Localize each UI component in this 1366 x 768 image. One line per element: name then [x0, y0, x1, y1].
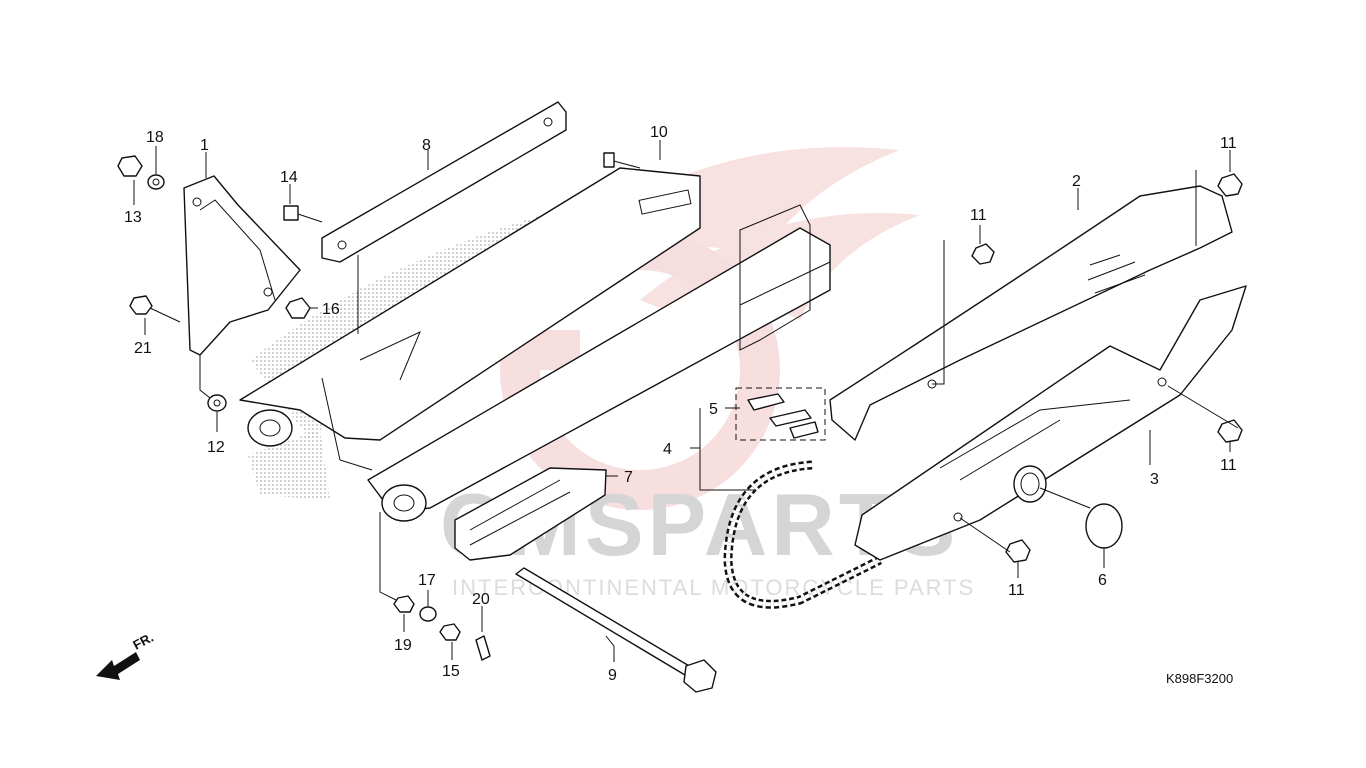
fastener-16-nut	[285, 297, 311, 319]
part-8-guard-bar	[321, 101, 567, 263]
part-6-cap	[1085, 503, 1123, 549]
fastener-13-nut	[117, 155, 143, 177]
callout-11d: 11	[1008, 582, 1025, 599]
callout-7: 7	[624, 469, 633, 486]
part-7-chain-slider	[454, 467, 607, 561]
callout-11a: 11	[970, 207, 987, 224]
part-5-master-link	[735, 387, 826, 441]
part-3-lower-chain-case	[854, 285, 1247, 561]
fastener-11b-bolt	[1217, 173, 1243, 197]
callout-10: 10	[650, 124, 668, 141]
fastener-12-washer	[207, 394, 227, 412]
callout-11c: 11	[1220, 457, 1237, 474]
callout-3: 3	[1150, 471, 1159, 488]
part-10-stud	[603, 152, 641, 169]
swingarm	[239, 167, 831, 522]
fastener-21-bolt	[129, 295, 181, 323]
callout-16: 16	[322, 301, 340, 318]
fastener-18-washer	[147, 174, 165, 190]
fastener-11c-bolt	[1217, 419, 1243, 443]
callout-18: 18	[146, 129, 164, 146]
callout-2: 2	[1072, 173, 1081, 190]
front-direction-marker: FR.	[96, 630, 156, 680]
fastener-11a-bolt	[971, 243, 995, 265]
callout-17: 17	[418, 572, 436, 589]
fastener-15-nut	[439, 623, 461, 641]
fastener-20-pin	[475, 635, 491, 661]
callout-15: 15	[442, 663, 460, 680]
part-2-upper-chain-case	[829, 170, 1233, 441]
part-9-axle	[515, 567, 717, 693]
callout-1: 1	[200, 137, 209, 154]
front-direction-label: FR.	[130, 630, 156, 653]
callout-9: 9	[608, 667, 617, 684]
fastener-17-washer	[419, 606, 437, 622]
callout-11b: 11	[1220, 135, 1237, 152]
part-4-drive-chain	[723, 460, 883, 609]
fastener-19-nut	[393, 595, 415, 613]
callout-labels: 1 2 3 4 5 6 7 8 9 10 11 11 11 11 12 13 1…	[124, 124, 1237, 684]
callout-13: 13	[124, 209, 142, 226]
callout-8: 8	[422, 137, 431, 154]
callout-14: 14	[280, 169, 298, 186]
part-1-bracket	[183, 175, 301, 356]
callout-12: 12	[207, 439, 225, 456]
callout-21: 21	[134, 340, 152, 357]
fastener-11d-bolt	[1005, 539, 1031, 563]
callout-5: 5	[709, 401, 718, 418]
callout-6: 6	[1098, 572, 1107, 589]
front-arrow-icon	[96, 652, 140, 680]
leader-lines	[133, 140, 1239, 662]
callout-19: 19	[394, 637, 412, 654]
callout-4: 4	[663, 441, 672, 458]
diagram-code: K898F3200	[1166, 671, 1233, 686]
fastener-14-bolt	[283, 205, 323, 223]
callout-20: 20	[472, 591, 490, 608]
